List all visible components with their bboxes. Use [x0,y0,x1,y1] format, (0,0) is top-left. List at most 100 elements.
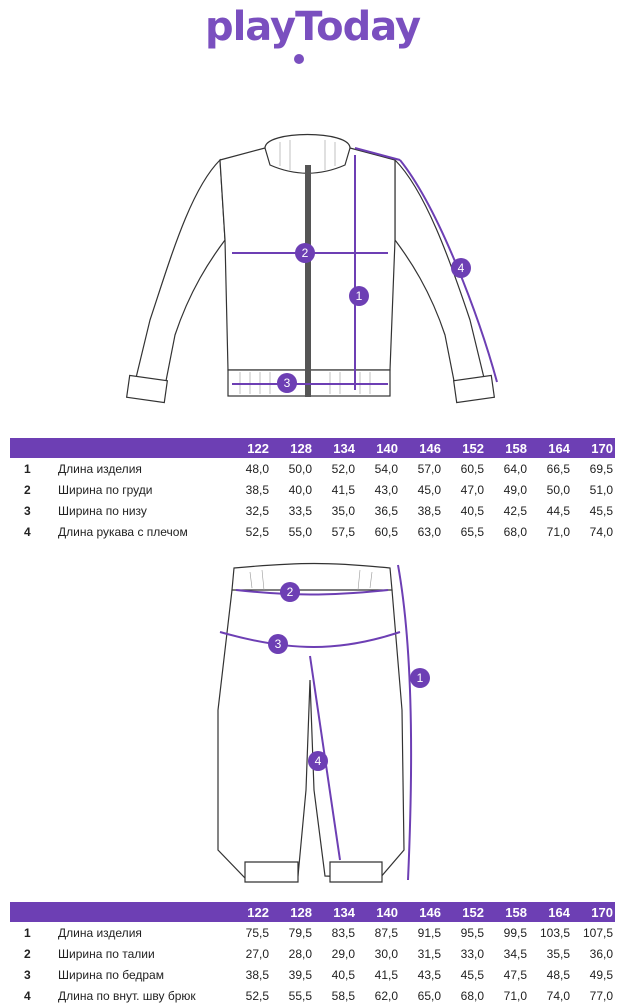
size-value: 57,0 [417,461,441,476]
size-value: 34,5 [503,946,527,961]
size-value: 49,0 [503,482,527,497]
size-col: 128 [271,902,314,922]
size-col: 122 [228,438,271,458]
size-col: 170 [572,902,615,922]
size-value: 95,5 [460,925,484,940]
size-value: 66,5 [546,461,570,476]
size-col: 122 [228,902,271,922]
size-value: 32,5 [245,503,269,518]
size-value: 43,5 [417,967,441,982]
row-number: 3 [24,967,31,982]
size-value: 58,5 [331,988,355,1003]
size-col: 140 [357,438,400,458]
size-value: 38,5 [417,503,441,518]
size-col: 158 [486,438,529,458]
size-value: 69,5 [589,461,613,476]
size-value: 64,0 [503,461,527,476]
brand-logo: playToday [0,4,625,74]
size-value: 103,5 [539,925,570,940]
marker-4 [451,258,471,278]
size-value: 87,5 [374,925,398,940]
table-header-row: 122 128 134 140 146 152 158 164 170 [10,438,615,458]
size-value: 45,5 [460,967,484,982]
size-value: 65,5 [460,524,484,539]
size-value: 68,0 [460,988,484,1003]
row-number: 3 [24,503,31,518]
size-value: 52,0 [331,461,355,476]
size-value: 29,0 [331,946,355,961]
size-value: 38,5 [245,967,269,982]
size-col: 158 [486,902,529,922]
size-col: 134 [314,438,357,458]
size-value: 91,5 [417,925,441,940]
size-value: 31,5 [417,946,441,961]
size-col: 164 [529,438,572,458]
jacket-illustration: 1 2 3 4 [125,134,498,404]
size-value: 68,0 [503,524,527,539]
size-value: 50,0 [288,461,312,476]
size-value: 49,5 [589,967,613,982]
size-value: 30,0 [374,946,398,961]
size-col: 134 [314,902,357,922]
size-value: 36,0 [589,946,613,961]
marker-3 [268,634,288,654]
size-col: 170 [572,438,615,458]
size-value: 39,5 [288,967,312,982]
marker-label-1: 1 [356,289,363,303]
size-value: 35,5 [546,946,570,961]
marker-1 [410,668,430,688]
size-value: 60,5 [460,461,484,476]
size-value: 40,5 [331,967,355,982]
marker-3 [277,373,297,393]
row-label: Ширина по низу [58,503,147,518]
size-value: 38,5 [245,482,269,497]
size-value: 55,5 [288,988,312,1003]
size-value: 47,0 [460,482,484,497]
size-value: 48,0 [245,461,269,476]
size-value: 45,0 [417,482,441,497]
size-value: 60,5 [374,524,398,539]
size-value: 44,5 [546,503,570,518]
marker-2 [280,582,300,602]
size-value: 54,0 [374,461,398,476]
size-value: 41,5 [331,482,355,497]
size-value: 71,0 [503,988,527,1003]
size-value: 43,0 [374,482,398,497]
marker-4 [308,751,328,771]
size-col: 128 [271,438,314,458]
size-value: 42,5 [503,503,527,518]
row-label: Длина изделия [58,925,142,940]
row-number: 2 [24,482,31,497]
table-header-row: 122 128 134 140 146 152 158 164 170 [10,902,615,922]
size-value: 40,5 [460,503,484,518]
marker-label-2: 2 [287,585,294,599]
marker-label-2: 2 [302,246,309,260]
size-col: 140 [357,902,400,922]
size-value: 28,0 [288,946,312,961]
logo-dot [294,54,304,64]
size-col: 146 [400,902,443,922]
size-value: 77,0 [589,988,613,1003]
marker-2 [295,243,315,263]
row-label: Ширина по бедрам [58,967,164,982]
size-value: 79,5 [288,925,312,940]
size-col: 152 [443,438,486,458]
size-value: 33,0 [460,946,484,961]
size-value: 107,5 [582,925,613,940]
marker-label-4: 4 [458,261,465,275]
row-number: 4 [24,988,31,1003]
marker-1 [349,286,369,306]
size-value: 47,5 [503,967,527,982]
size-value: 83,5 [331,925,355,940]
size-col: 164 [529,902,572,922]
size-value: 74,0 [589,524,613,539]
size-value: 52,5 [245,988,269,1003]
size-value: 51,0 [589,482,613,497]
